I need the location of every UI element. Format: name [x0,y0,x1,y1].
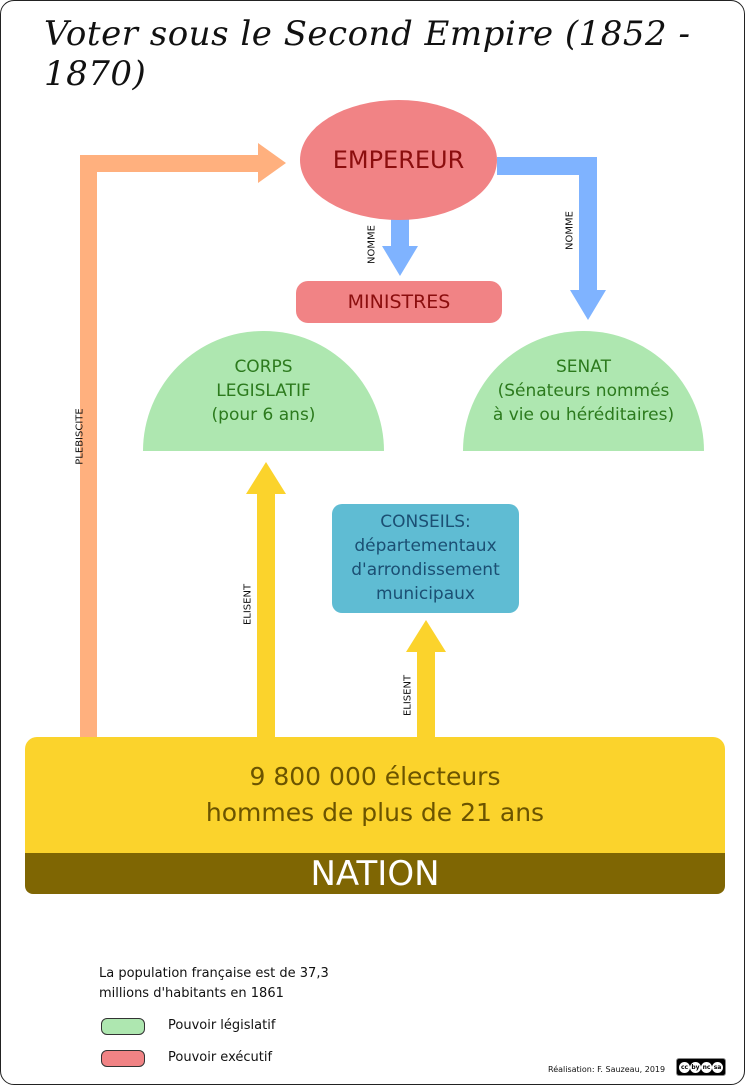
cc-icon: cc [679,1061,690,1073]
nomme-senat-label: NOMME [564,211,576,250]
nc-icon: nc [701,1061,712,1073]
by-icon: by [690,1061,701,1073]
ministres-node: MINISTRES [296,281,502,323]
legend-label-executif: Pouvoir exécutif [168,1050,273,1065]
page-title: Voter sous le Second Empire (1852 - 1870… [44,14,691,94]
elisent-corps-arrow [246,462,286,740]
population-note-line-1: La population française est de 37,3 [99,966,329,981]
senat-line-3: à vie ou héréditaires) [492,405,675,425]
population-note-line-2: millions d'habitants en 1861 [99,986,284,1001]
sa-icon: sa [712,1061,723,1073]
corps-line-3: (pour 6 ans) [211,405,316,425]
license-badge: cc by nc sa [676,1058,726,1076]
empereur-node: EMPEREUR [300,100,497,220]
electeurs-block: 9 800 000 électeurs hommes de plus de 21… [25,737,725,855]
population-note: La population française est de 37,3 mill… [99,964,399,1004]
conseils-line-4: municipaux [376,584,475,604]
elisent-corps-label: ELISENT [242,583,254,626]
electeurs-line-1: 9 800 000 électeurs [249,762,501,791]
legend-label-legislatif: Pouvoir législatif [168,1018,276,1033]
conseils-line-1: CONSEILS: [380,512,471,532]
nomme-ministres-label: NOMME [366,225,378,264]
legend-swatch-executif [101,1050,145,1067]
nation-label: NATION [310,854,440,894]
credit-text: Réalisation: F. Sauzeau, 2019 [548,1065,666,1074]
corps-line-1: CORPS [234,357,293,377]
electeurs-line-2: hommes de plus de 21 ans [205,798,545,827]
corps-line-2: LEGISLATIF [216,381,311,401]
ministres-label: MINISTRES [347,291,451,313]
plebiscite-label: PLEBISCITE [74,408,86,465]
conseils-node: CONSEILS: départementaux d'arrondissemen… [332,504,519,613]
elisent-conseils-label: ELISENT [402,674,414,717]
conseils-line-2: départementaux [354,536,497,556]
elisent-conseils-arrow [406,620,446,740]
legend-swatch-legislatif [101,1018,145,1035]
senat-line-2: (Sénateurs nommés [497,381,670,401]
nomme-senat-arrow [497,157,606,320]
conseils-line-3: d'arrondissement [351,560,500,580]
nomme-ministres-arrow [382,218,418,276]
nation-bar: NATION [25,853,725,894]
empereur-label: EMPEREUR [332,146,465,174]
senat-line-1: SENAT [556,357,611,377]
